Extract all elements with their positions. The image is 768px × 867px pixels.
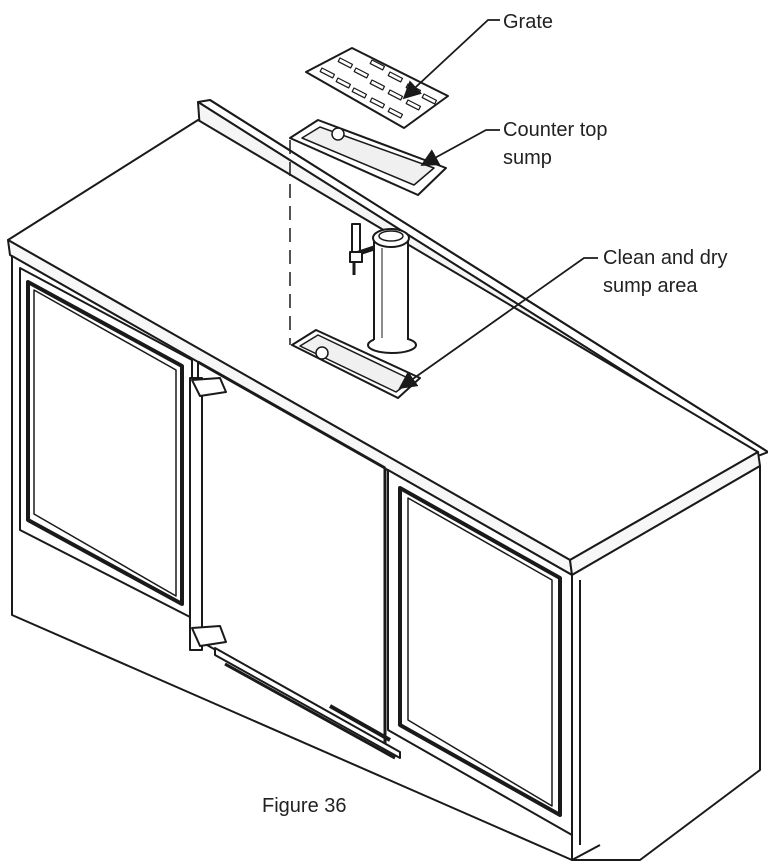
clean-dry-label-line2: sump area [603, 275, 698, 297]
counter-top-sump [289, 119, 447, 196]
clean-dry-leader [398, 257, 598, 390]
counter-top-sump-leader [420, 129, 500, 166]
grate [305, 47, 449, 129]
left-door [19, 267, 193, 619]
right-door [387, 469, 573, 836]
door-handle [189, 377, 227, 651]
grate-leader [402, 19, 500, 100]
clean-dry-label-line1: Clean and dry [603, 247, 728, 269]
counter-top-sump-label-line2: sump [503, 147, 552, 169]
grate-label: Grate [503, 11, 553, 33]
clean-dry-sump-area [291, 329, 421, 399]
beer-tower [349, 223, 417, 354]
counter-top-sump-label-line1: Counter top [503, 119, 608, 141]
center-door [189, 360, 401, 760]
faucet [349, 223, 375, 275]
figure-caption: Figure 36 [262, 795, 347, 817]
